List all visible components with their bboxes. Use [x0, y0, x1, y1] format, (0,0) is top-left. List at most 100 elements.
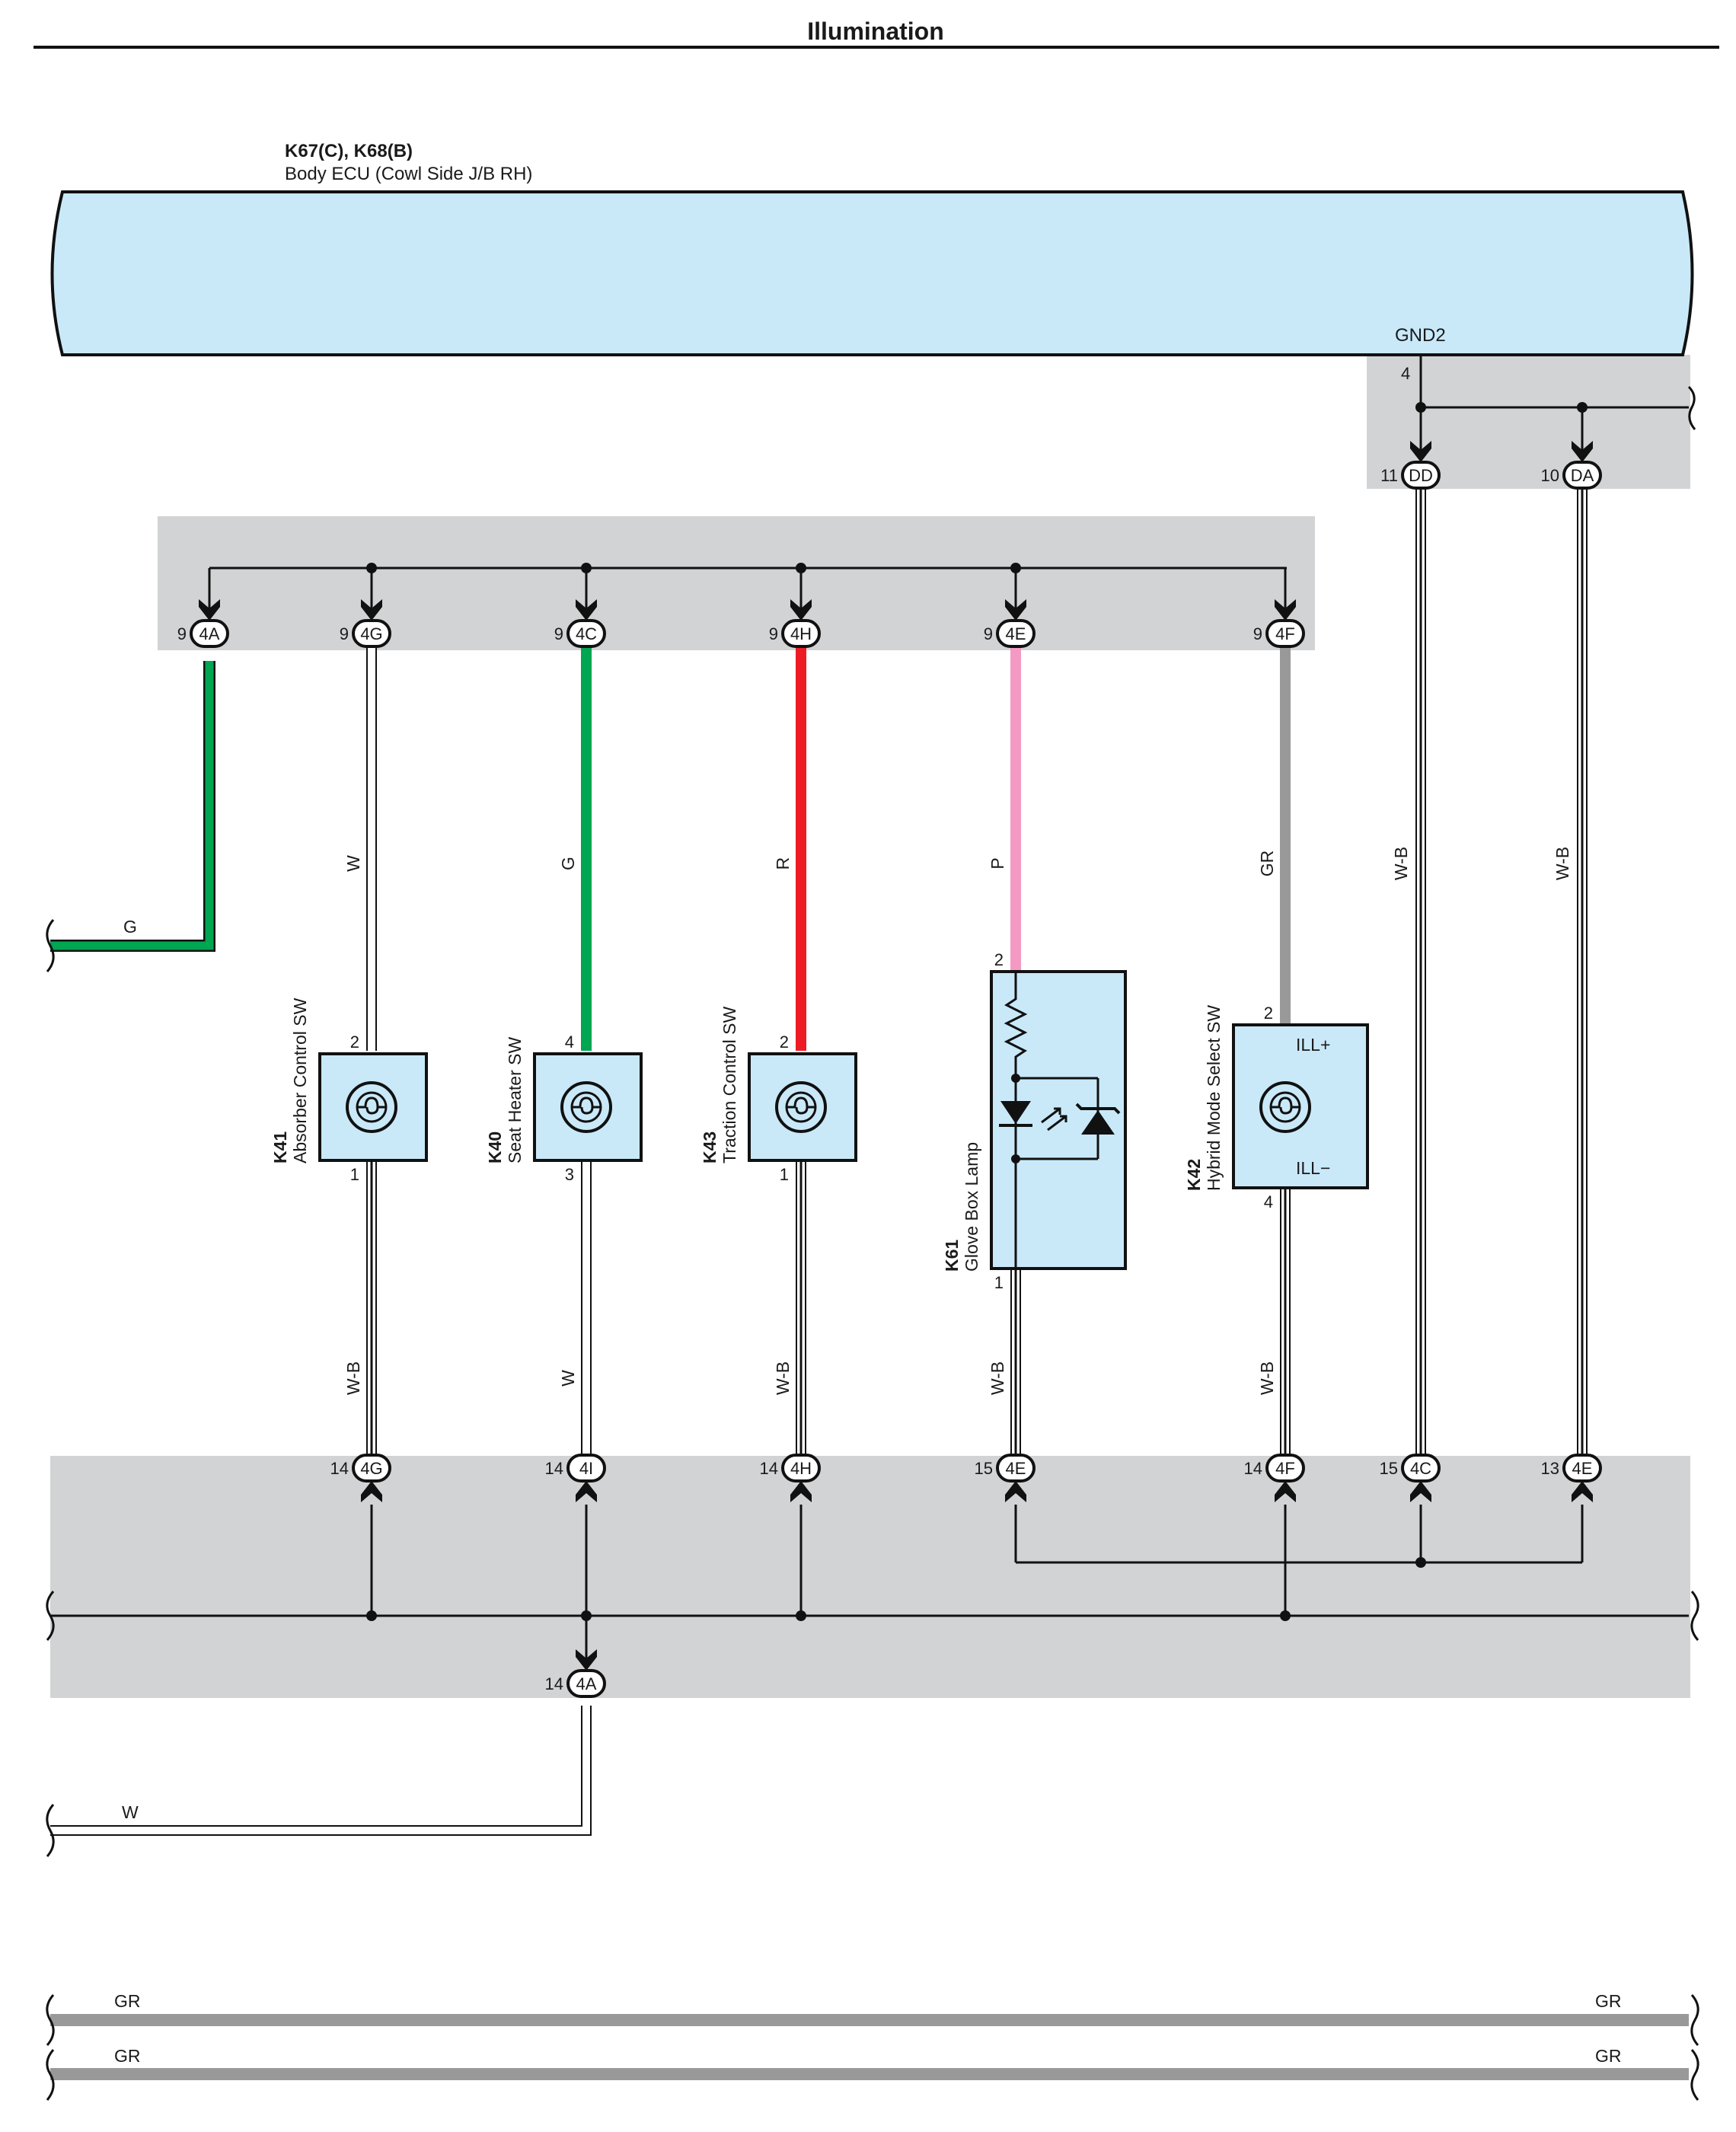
connector-upper-4h: 4H 9 [769, 619, 821, 648]
connector-upper-4f-code: 4F [1275, 624, 1295, 643]
connector-lower-3-4e-code: 4E [1006, 1459, 1026, 1478]
arrow-upper-4c [576, 599, 597, 621]
connector-gnd-dd: DD 11 [1380, 461, 1441, 490]
connector-upper-4c-code: 4C [576, 624, 597, 643]
component-box-k40 [533, 1052, 643, 1162]
wire-label-upper-4g: W [343, 855, 363, 872]
arrow-lower-5 [1410, 1481, 1431, 1502]
component-name-k41: Absorber Control SW [290, 997, 310, 1163]
gr-bus-1-left-label: GR [114, 1991, 141, 2011]
connector-upper-4c: 4C9 [554, 619, 606, 648]
arrow-lower-2 [790, 1481, 812, 1502]
gr-bus-1-left-break-icon [46, 1994, 55, 2046]
wire-label-out-k43: W-B [773, 1361, 793, 1395]
arrow-lower-3 [1005, 1481, 1026, 1502]
gr-bus-2-right-break-icon [1690, 2049, 1699, 2101]
connector-upper-4e: 4E9 [984, 619, 1036, 648]
connector-gnd-da-code: DA [1571, 466, 1594, 485]
component-id-k42: K42 [1184, 1159, 1204, 1191]
component-pin-in-k42: 2 [1264, 1004, 1273, 1023]
connector-lower-0-4g-pin: 14 [330, 1459, 349, 1478]
connector-upper-4h-pin: 9 [769, 624, 778, 643]
connector-upper-4e-code: 4E [1006, 624, 1026, 643]
ecu-name: Body ECU (Cowl Side J/B RH) [285, 164, 532, 184]
connector-lower-6-4e-pin: 13 [1541, 1459, 1559, 1478]
connector-gnd-dd-pin: 11 [1380, 466, 1398, 485]
bottom-left-wire-break-icon [46, 1804, 55, 1857]
connector-lower-5-4c-code: 4C [1410, 1459, 1431, 1478]
arrow-lower-6 [1572, 1481, 1593, 1502]
arrow-lower-4 [1275, 1481, 1296, 1502]
component-pin-in-k40: 4 [565, 1032, 574, 1052]
connector-lower-4-4f-pin: 14 [1244, 1459, 1262, 1478]
component-box-k41 [318, 1052, 428, 1162]
connector-upper-4g-code: 4G [360, 624, 382, 643]
connector-lower-6-4e: 4E 13 [1541, 1454, 1602, 1483]
wire-g-left [50, 661, 214, 950]
ecu-codes: K67(C), K68(B) [285, 141, 413, 161]
led-icon [1000, 1101, 1031, 1124]
connector-bottom-4a: 4A 14 [545, 1669, 606, 1698]
arrow-lower-1 [576, 1481, 597, 1502]
connector-upper-4a-pin: 9 [177, 624, 187, 643]
gr-bus-1-right-break-icon [1690, 1994, 1699, 2046]
zener-diode-icon [1081, 1110, 1115, 1135]
connector-gnd-dd-code: DD [1409, 466, 1433, 485]
component-pin-in-k43: 2 [780, 1032, 789, 1052]
component-pin-in-k61: 2 [994, 950, 1004, 969]
left-wire-label: G [123, 917, 137, 937]
gnd2-pin: 4 [1401, 364, 1410, 383]
connector-upper-4g: 4G9 [340, 619, 391, 648]
connector-lower-1-4i-pin: 14 [545, 1459, 563, 1478]
component-pin-out-k61: 1 [994, 1273, 1004, 1292]
lamp-icon-k42 [1259, 1081, 1311, 1133]
component-box-k61 [990, 970, 1127, 1270]
gr-bus-2-left-break-icon [46, 2049, 55, 2101]
wire-label-out-k42: W-B [1257, 1361, 1277, 1395]
arrow-upper-4g [361, 599, 382, 621]
component-name-k43: Traction Control SW [720, 1007, 739, 1163]
arrow-upper-4f [1275, 599, 1296, 621]
gr-bus-1-right-label: GR [1595, 1991, 1622, 2011]
component-name-k40: Seat Heater SW [505, 1037, 525, 1163]
component-id-k40: K40 [485, 1131, 505, 1163]
lamp-icon-k43 [775, 1081, 827, 1133]
component-pin-out-k42: 4 [1264, 1192, 1273, 1211]
arrow-bottom-4a [576, 1649, 597, 1671]
connector-lower-2-4h-code: 4H [790, 1459, 812, 1478]
connector-gnd-da-pin: 10 [1541, 466, 1559, 485]
arrow-upper-4h [790, 599, 812, 621]
k42-term-bottom: ILL− [1296, 1158, 1330, 1178]
resistor-icon [1004, 972, 1028, 1078]
component-id-k61: K61 [942, 1240, 962, 1272]
wire-label-upper-4h: R [773, 857, 793, 870]
connector-upper-4f: 4F9 [1253, 619, 1305, 648]
connector-lower-2-4h-pin: 14 [760, 1459, 778, 1478]
connector-lower-6-4e-code: 4E [1572, 1459, 1593, 1478]
component-pin-in-k41: 2 [350, 1032, 359, 1052]
component-id-k41: K41 [270, 1131, 290, 1163]
bottom-left-wire-label: W [122, 1802, 139, 1822]
connector-bottom-4a-pin: 14 [545, 1674, 563, 1693]
gnd-bus-break-icon [1687, 385, 1696, 430]
wire-label-out-k40: W [558, 1370, 578, 1387]
connector-lower-1-4i-code: 4I [579, 1459, 593, 1478]
left-wire-break-icon [46, 919, 55, 972]
wire-label-gnd-da: W-B [1553, 847, 1572, 880]
wire-label-upper-4c: G [558, 857, 578, 870]
component-pin-out-k41: 1 [350, 1165, 359, 1184]
arrow-gnd-da [1572, 441, 1593, 462]
page-title: Illumination [807, 18, 944, 45]
lamp-icon-k41 [346, 1081, 397, 1133]
component-pin-out-k43: 1 [780, 1165, 789, 1184]
lower-junction-area [50, 1456, 1690, 1698]
connector-bottom-4a-code: 4A [576, 1674, 597, 1693]
connector-upper-4h-code: 4H [790, 624, 812, 643]
wire-label-gnd-dd: W-B [1391, 847, 1411, 880]
connector-gnd-da: DA 10 [1541, 461, 1602, 490]
